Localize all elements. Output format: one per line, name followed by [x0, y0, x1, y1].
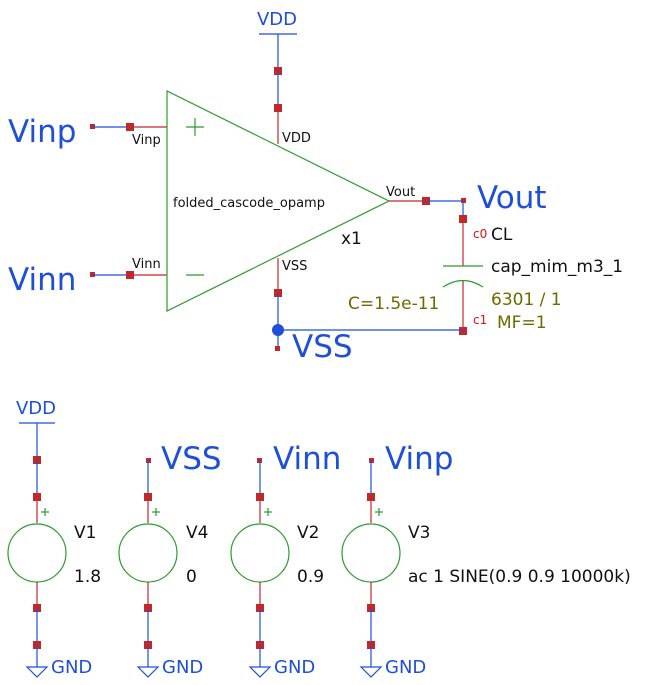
cap-model: cap_mim_m3_1	[491, 257, 623, 277]
source-v1-gnd-label[interactable]: GND	[51, 657, 92, 678]
source-v2-gnd-label[interactable]: GND	[274, 657, 315, 678]
net-label-vinn-pin[interactable]	[90, 272, 95, 277]
opamp-cell-name: folded_cascode_opamp	[173, 196, 325, 211]
source-v3-net-label[interactable]: Vinp	[385, 441, 453, 477]
net-label-vinp[interactable]: Vinp	[8, 114, 76, 150]
source-v1-gnd-icon	[25, 666, 49, 678]
source-v1-circle[interactable]	[7, 523, 67, 583]
source-v1[interactable]: VDD GND V1 1.8	[7, 398, 101, 678]
cap-instance-name: CL	[491, 225, 513, 245]
source-v2-name: V2	[297, 523, 319, 543]
source-v4-name: V4	[186, 523, 208, 543]
cap-pin-c0: c0	[473, 227, 487, 241]
source-v3-circle[interactable]	[341, 523, 401, 583]
cap-pin-c1: c1	[473, 313, 487, 327]
cap-value: C=1.5e-11	[348, 294, 439, 314]
opamp-instance-name: x1	[341, 229, 362, 249]
cap-plate-bottom	[442, 279, 484, 288]
source-v2-circle[interactable]	[230, 523, 290, 583]
source-v3[interactable]: Vinp GND V3 ac 1 SINE(0.9 0.9 10000k)	[341, 441, 631, 678]
pin-label-vdd: VDD	[282, 131, 311, 146]
terminal-cap-c1[interactable]	[459, 327, 467, 335]
source-v2[interactable]: Vinn GND V2 0.9	[230, 441, 341, 678]
net-label-vout[interactable]: Vout	[477, 180, 547, 216]
source-v3-gnd-icon	[359, 666, 383, 678]
source-v1-net-label[interactable]: VDD	[16, 398, 56, 419]
source-v2-gnd-icon	[248, 666, 272, 678]
cap-size: 6301 / 1	[491, 290, 562, 310]
source-v4-circle[interactable]	[118, 523, 178, 583]
source-v1-name: V1	[74, 523, 96, 543]
source-v4-net-label[interactable]: VSS	[161, 441, 222, 477]
source-v4-gnd-icon	[136, 666, 160, 678]
pin-label-vss: VSS	[282, 259, 307, 274]
source-v3-name: V3	[408, 523, 430, 543]
opamp-triangle[interactable]	[166, 90, 391, 312]
net-label-vss[interactable]: VSS	[292, 329, 353, 365]
net-label-vout-pin[interactable]	[461, 198, 466, 203]
source-v3-gnd-label[interactable]: GND	[385, 657, 426, 678]
source-v3-value: ac 1 SINE(0.9 0.9 10000k)	[408, 567, 631, 587]
cap-mf: MF=1	[497, 313, 547, 333]
pin-label-vinn: Vinn	[132, 257, 161, 272]
source-v4-gnd-label[interactable]: GND	[162, 657, 203, 678]
source-v2-value: 0.9	[297, 567, 324, 587]
net-label-vinp-pin[interactable]	[90, 124, 95, 129]
net-label-vinn[interactable]: Vinn	[8, 262, 76, 298]
source-v2-net-label[interactable]: Vinn	[273, 441, 341, 477]
pin-label-vinp: Vinp	[132, 133, 161, 148]
net-label-vdd-top[interactable]: VDD	[257, 9, 297, 30]
opamp-circuit: VDD Vinp Vinn Vinp Vinn VDD VSS Vout fol…	[8, 9, 623, 365]
source-v4[interactable]: VSS GND V4 0	[118, 441, 222, 678]
net-label-vss-pin[interactable]	[275, 346, 280, 351]
pin-label-vout: Vout	[386, 185, 415, 200]
source-v1-value: 1.8	[74, 567, 101, 587]
source-v4-value: 0	[186, 567, 197, 587]
